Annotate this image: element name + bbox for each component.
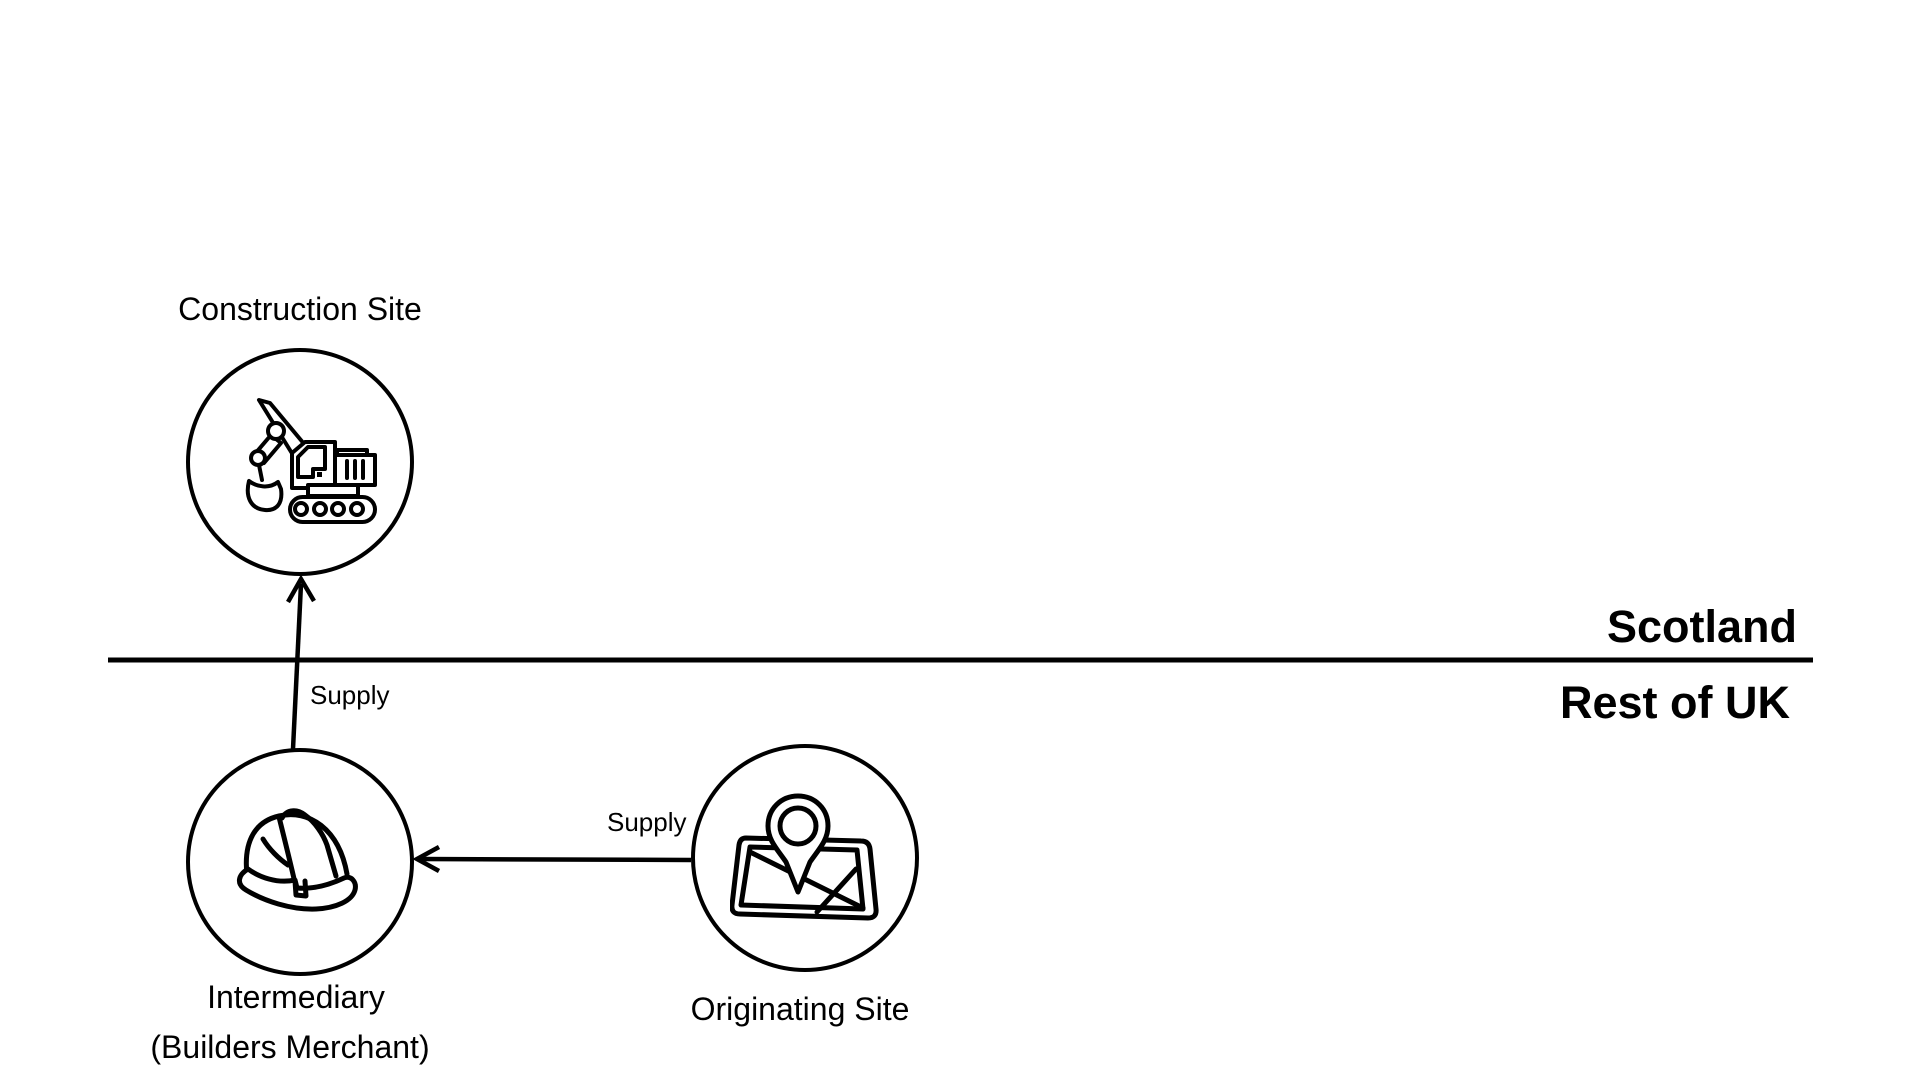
node-label-originating-site: Originating Site xyxy=(690,991,910,1027)
node-label-intermediary: Intermediary xyxy=(207,979,385,1015)
supply-arrow-up xyxy=(286,574,316,750)
node-intermediary xyxy=(186,748,414,976)
edge-label-supply-left: Supply xyxy=(607,807,687,837)
node-sublabel-builders-merchant: (Builders Merchant) xyxy=(150,1029,430,1065)
node-label-construction-site: Construction Site xyxy=(178,291,422,327)
map-pin-icon xyxy=(730,793,879,921)
node-construction-site xyxy=(186,348,414,576)
node-originating-site xyxy=(691,744,919,972)
supply-arrow-left xyxy=(412,845,692,873)
arrowhead-up-icon xyxy=(286,574,316,604)
hard-hat-icon xyxy=(237,808,358,912)
arrowhead-left-icon xyxy=(412,845,441,873)
region-label-rest-of-uk: Rest of UK xyxy=(1559,677,1790,728)
region-label-scotland: Scotland xyxy=(1606,601,1797,652)
edge-label-supply-up: Supply xyxy=(310,680,390,710)
excavator-icon xyxy=(245,397,377,524)
